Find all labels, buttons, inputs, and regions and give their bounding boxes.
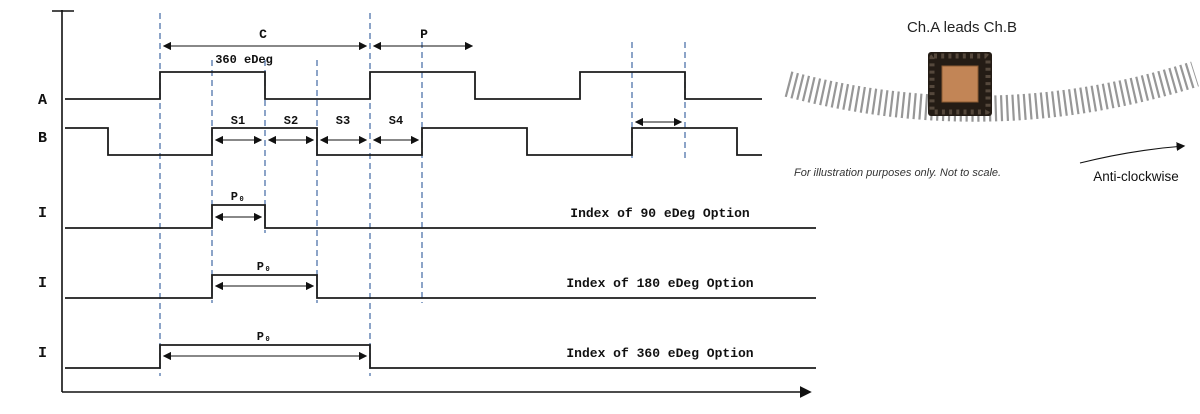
encoder-ring-band <box>784 61 1199 122</box>
timing-diagram: A B I I I C P 360 eDeg S1 S2 S3 S4 P₀ P₀… <box>38 10 816 398</box>
channel-a-waveform <box>65 71 762 100</box>
waveforms <box>65 71 816 369</box>
index-180-waveform <box>65 274 816 299</box>
channel-b-waveform <box>65 127 762 156</box>
chip-pins <box>929 53 991 115</box>
s2-label: S2 <box>284 114 298 128</box>
cycle-symbol: C <box>259 27 267 42</box>
channel-b-label: B <box>38 130 47 147</box>
channel-a-label: A <box>38 92 47 109</box>
index-360-waveform <box>65 344 816 369</box>
pulse-symbol: P <box>420 27 428 42</box>
illustration-title: Ch.A leads Ch.B <box>907 19 1017 36</box>
labels: A B I I I C P 360 eDeg S1 S2 S3 S4 P₀ P₀… <box>38 27 754 362</box>
index-360-label: I <box>38 345 47 362</box>
direction-label: Anti-clockwise <box>1093 169 1179 184</box>
direction-arrow <box>1079 142 1186 164</box>
s4-label: S4 <box>389 114 403 128</box>
s1-label: S1 <box>231 114 245 128</box>
index-90-label: I <box>38 205 47 222</box>
cycle-degrees: 360 eDeg <box>215 53 273 67</box>
index-180-label: I <box>38 275 47 292</box>
s3-label: S3 <box>336 114 350 128</box>
chip-core <box>941 65 979 103</box>
illustration-caption: For illustration purposes only. Not to s… <box>794 167 1001 179</box>
chip-ring-illustration: Ch.A leads Ch.B For illustration purpose… <box>784 19 1199 184</box>
index-90-option-text: Index of 90 eDeg Option <box>570 206 750 221</box>
measure-arrows <box>162 41 683 361</box>
index-90-waveform <box>65 204 816 229</box>
sensor-chip <box>928 52 992 116</box>
axes <box>52 10 812 398</box>
p0-360-label: P₀ <box>257 330 271 344</box>
index-180-option-text: Index of 180 eDeg Option <box>566 276 753 291</box>
p0-180-label: P₀ <box>257 260 271 274</box>
index-360-option-text: Index of 360 eDeg Option <box>566 346 753 361</box>
p0-90-label: P₀ <box>231 190 245 204</box>
